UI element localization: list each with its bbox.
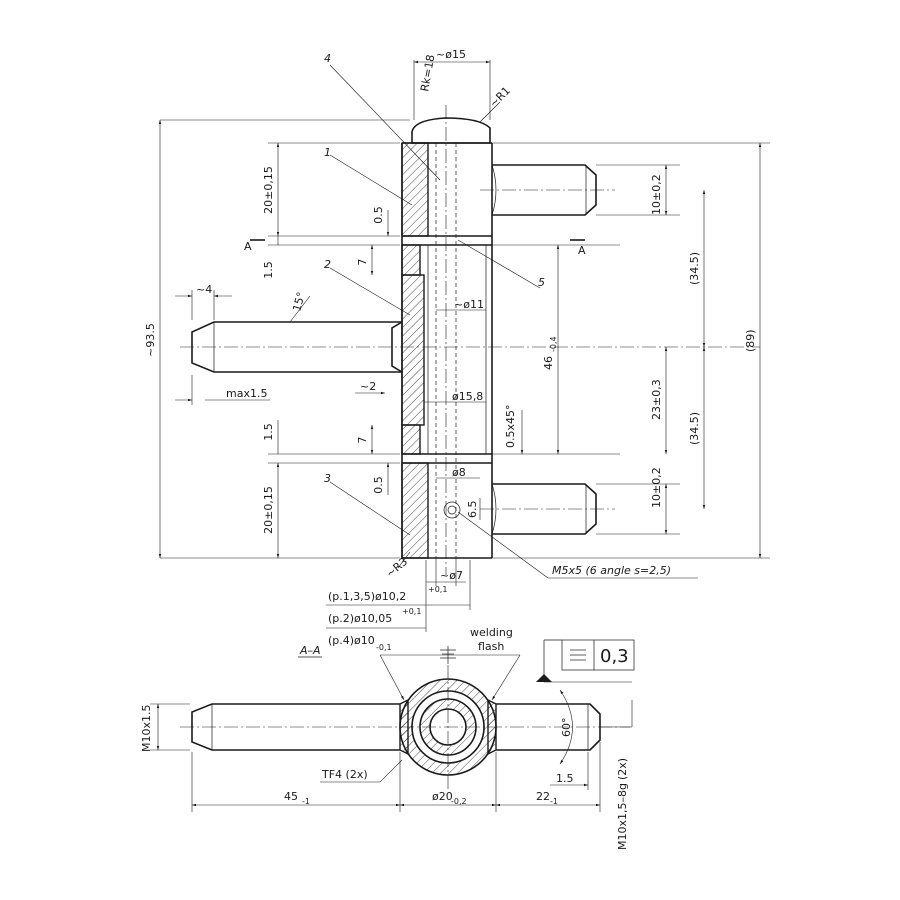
part-4: 4 bbox=[324, 52, 331, 65]
dim-23: 23±0,3 bbox=[650, 379, 663, 420]
flash-label: flash bbox=[478, 640, 504, 653]
dim-max-1-5: max1.5 bbox=[226, 387, 267, 400]
dim-6-5: 6.5 bbox=[466, 501, 479, 519]
tolerance-frame bbox=[561, 639, 635, 671]
p2-tol: +0,1 bbox=[402, 607, 421, 616]
dim-1-5-top: 1.5 bbox=[262, 261, 275, 279]
dim-20-bottom: 20±0,15 bbox=[262, 486, 275, 534]
dim-dia-8: ø8 bbox=[452, 466, 466, 479]
left-pin bbox=[191, 321, 402, 373]
dim-angle-60: 60° bbox=[560, 718, 573, 738]
dim-7-bottom: 7 bbox=[356, 437, 369, 444]
dim-dia-15-8: ø15,8 bbox=[452, 390, 483, 403]
dim-34-5-top: (34.5) bbox=[688, 252, 701, 285]
dim-0-5-bottom: 0.5 bbox=[372, 476, 385, 494]
tolerance-value: 0,3 bbox=[600, 646, 629, 667]
m5-callout: M5x5 (6 angle s=2,5) bbox=[552, 564, 671, 577]
dim-m10-8g: M10x1,5–8g bbox=[616, 783, 629, 850]
dim-2x: (2x) bbox=[616, 758, 629, 780]
p4-tol: -0,1 bbox=[376, 643, 392, 652]
dim-dia-20-tol: -0,2 bbox=[451, 797, 467, 806]
section-a-left: A bbox=[244, 240, 252, 253]
mid-upper-wall bbox=[401, 244, 421, 276]
dim-10-top: 10±0,2 bbox=[650, 174, 663, 215]
dim-45: 45 bbox=[284, 790, 298, 803]
dim-1-5-bottom: 1.5 bbox=[262, 423, 275, 441]
elevation-view: ~93.5 20±0,15 1.5 0.5 7 20±0,15 1.5 7 0.… bbox=[144, 48, 770, 652]
dim-rk-18: Rk=18 bbox=[418, 54, 437, 93]
section-a-right: A bbox=[578, 244, 586, 257]
dim-2: ~2 bbox=[360, 380, 376, 393]
set-screw bbox=[443, 501, 461, 519]
section-aa-title: A–A bbox=[299, 644, 321, 657]
p4-label: (p.4)ø10 bbox=[328, 634, 375, 647]
dim-m10: M10x1.5 bbox=[140, 705, 153, 753]
dim-0-5x45: 0.5x45° bbox=[504, 404, 517, 448]
p2-label: (p.2)ø10,05 bbox=[328, 612, 392, 625]
dim-10-bottom: 10±0,2 bbox=[650, 467, 663, 508]
dim-dia-15: ~ø15 bbox=[436, 48, 466, 61]
dim-dia-7: ~ø7 bbox=[440, 569, 463, 582]
mid-wall-section bbox=[401, 274, 425, 426]
bottom-wall-section bbox=[401, 462, 429, 559]
dim-46: 46 bbox=[542, 356, 555, 370]
dim-93-5: ~93.5 bbox=[144, 323, 157, 357]
dim-4: ~4 bbox=[196, 283, 212, 296]
dim-1-5-section: 1.5 bbox=[556, 772, 574, 785]
dim-89: (89) bbox=[744, 329, 757, 352]
welding-label: welding bbox=[470, 626, 513, 639]
mid-lower-wall bbox=[401, 424, 421, 455]
dim-angle-15: 15° bbox=[290, 291, 308, 313]
part-5: 5 bbox=[538, 276, 545, 289]
dim-0-5-top: 0.5 bbox=[372, 206, 385, 224]
dim-20-top: 20±0,15 bbox=[262, 166, 275, 214]
part-1: 1 bbox=[324, 146, 331, 159]
dim-dia-20: ø20 bbox=[432, 790, 453, 803]
dim-r1: ~R1 bbox=[487, 84, 513, 110]
top-wall-section bbox=[401, 142, 429, 237]
dim-46-tol: -0,4 bbox=[549, 336, 558, 352]
part-3: 3 bbox=[324, 472, 331, 485]
p135-label: (p.1,3,5)ø10,2 bbox=[328, 590, 406, 603]
dim-22: 22 bbox=[536, 790, 550, 803]
dim-45-tol: -1 bbox=[302, 797, 310, 806]
dim-7-top: 7 bbox=[356, 259, 369, 266]
section-aa-view: A–A welding flash bbox=[140, 626, 635, 850]
dim-34-5-bottom: (34.5) bbox=[688, 412, 701, 445]
dim-dia-11: ~ø11 bbox=[454, 298, 484, 311]
top-cap bbox=[411, 117, 491, 144]
dim-22-tol: -1 bbox=[550, 797, 558, 806]
p135-tol: +0,1 bbox=[428, 585, 447, 594]
part-2: 2 bbox=[324, 258, 331, 271]
tf4-label: TF4 (2x) bbox=[321, 768, 368, 781]
